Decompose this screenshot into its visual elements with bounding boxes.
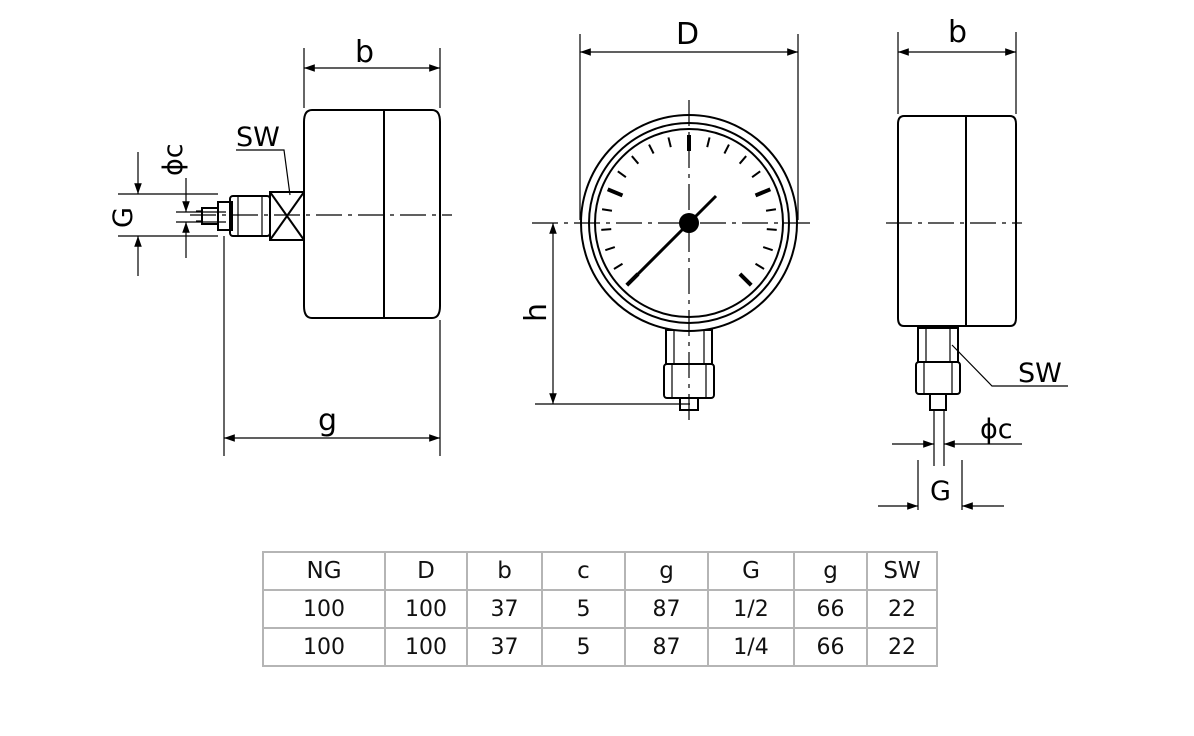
table-row: 100 100 37 5 87 1/2 66 22 <box>262 589 938 629</box>
dial-tick <box>631 155 640 165</box>
table-cell: 1/2 <box>707 589 795 629</box>
table-cell: 100 <box>262 589 386 629</box>
left-g-label: g <box>318 403 337 438</box>
dimensions-table: NG D b c g G g SW 100 100 37 5 87 1/2 66… <box>262 551 938 667</box>
table-cell: 22 <box>866 589 938 629</box>
table-cell: 5 <box>541 627 626 667</box>
table-cell: 37 <box>466 627 543 667</box>
table-row: 100 100 37 5 87 1/4 66 22 <box>262 627 938 667</box>
table-header-row: NG D b c g G g SW <box>262 551 938 591</box>
table-cell: 100 <box>384 589 468 629</box>
dial-tick <box>606 187 624 198</box>
table-cell: 66 <box>793 589 868 629</box>
table-cell: 87 <box>624 627 709 667</box>
table-cell: 1/4 <box>707 627 795 667</box>
dial-tick <box>601 228 612 231</box>
right-sw-label: SW <box>1018 358 1062 389</box>
table-cell: 66 <box>793 627 868 667</box>
dial-tick <box>723 144 730 154</box>
dial-tick <box>751 170 761 178</box>
table-header-cell: G <box>707 551 795 591</box>
table-header-cell: NG <box>262 551 386 591</box>
table-header-cell: c <box>541 551 626 591</box>
front-dial-view: D h <box>519 17 810 424</box>
table-cell: 37 <box>466 589 543 629</box>
dial-tick <box>617 170 627 178</box>
table-header-cell: g <box>624 551 709 591</box>
dial-tick <box>667 137 672 148</box>
left-side-view: SW b ϕc G g <box>108 35 452 456</box>
table-header-cell: SW <box>866 551 938 591</box>
dial-tick <box>754 262 765 270</box>
dial-tick <box>766 228 777 231</box>
dial-tick <box>604 246 616 252</box>
left-g-cap-label: G <box>108 207 139 228</box>
table-cell: 100 <box>262 627 386 667</box>
table-header-cell: D <box>384 551 468 591</box>
dial-tick <box>762 246 774 252</box>
dial-tick <box>706 137 711 148</box>
right-b-label: b <box>948 15 967 50</box>
table-cell: 5 <box>541 589 626 629</box>
dial-tick <box>601 208 613 212</box>
dial-tick <box>738 272 753 287</box>
dial-tick <box>765 208 777 212</box>
table-cell: 22 <box>866 627 938 667</box>
table-cell: 87 <box>624 589 709 629</box>
dial-tick <box>648 144 655 154</box>
right-g-cap-label: G <box>930 476 951 507</box>
dial-tick <box>738 155 747 165</box>
table-header-cell: b <box>466 551 543 591</box>
right-side-view: SW b ϕc G <box>878 15 1068 510</box>
left-phic-label: ϕc <box>158 143 189 176</box>
left-sw-label: SW <box>236 122 280 153</box>
left-b-label: b <box>355 35 374 70</box>
dial-tick <box>613 262 624 270</box>
mid-h-label: h <box>519 303 554 322</box>
right-phic-label: ϕc <box>980 414 1013 445</box>
technical-drawing: SW b ϕc G g <box>108 15 1068 510</box>
dial-tick <box>754 187 772 198</box>
table-header-cell: g <box>793 551 868 591</box>
table-cell: 100 <box>384 627 468 667</box>
mid-d-label: D <box>676 17 699 52</box>
